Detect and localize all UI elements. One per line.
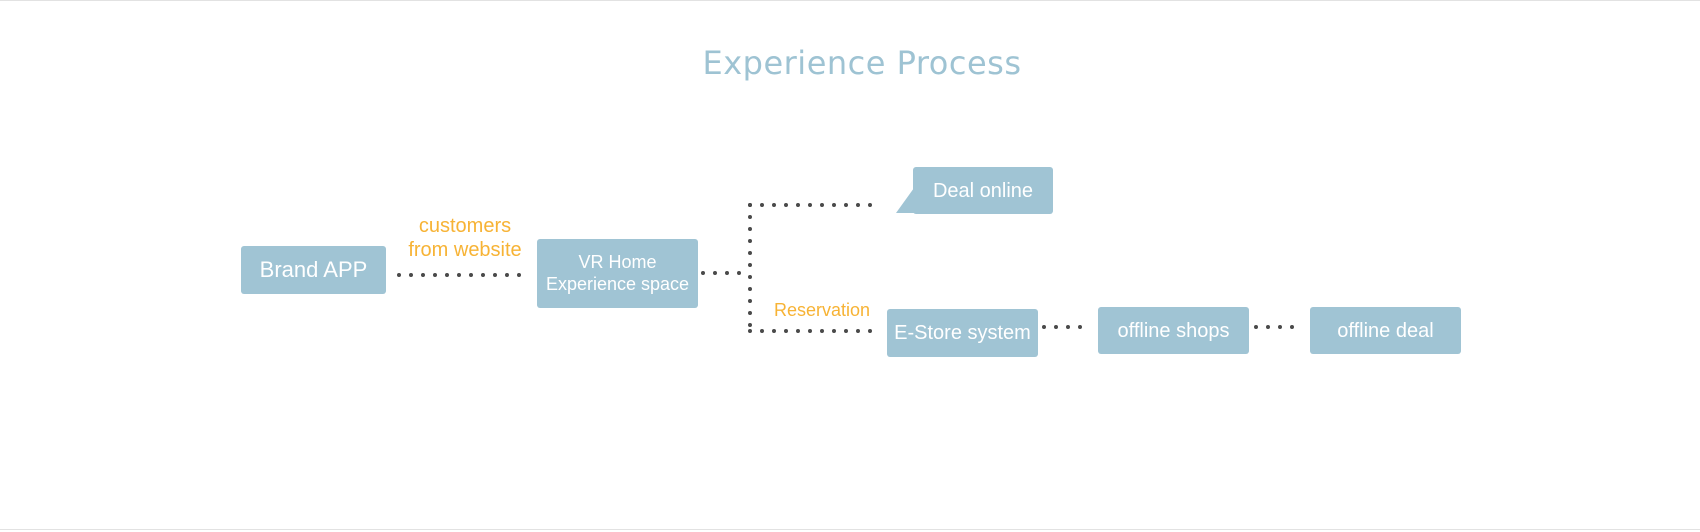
- node-vr-home-experience-space: VR Home Experience space: [537, 239, 698, 308]
- edge-label-customers-from-website: customers from website: [408, 215, 522, 261]
- node-offline-deal: offline deal: [1310, 307, 1461, 354]
- bottom-border: [0, 529, 1700, 530]
- node-estore-system: E-Store system: [887, 309, 1038, 357]
- top-border: [0, 0, 1700, 1]
- node-deal-online: Deal online: [913, 167, 1053, 214]
- node-offline-shops: offline shops: [1098, 307, 1249, 354]
- node-brand-app: Brand APP: [241, 246, 386, 294]
- diagram-title: Experience Process: [702, 44, 1022, 82]
- edge-label-reservation: Reservation: [773, 300, 871, 320]
- deal-online-callout-tail: [896, 188, 914, 213]
